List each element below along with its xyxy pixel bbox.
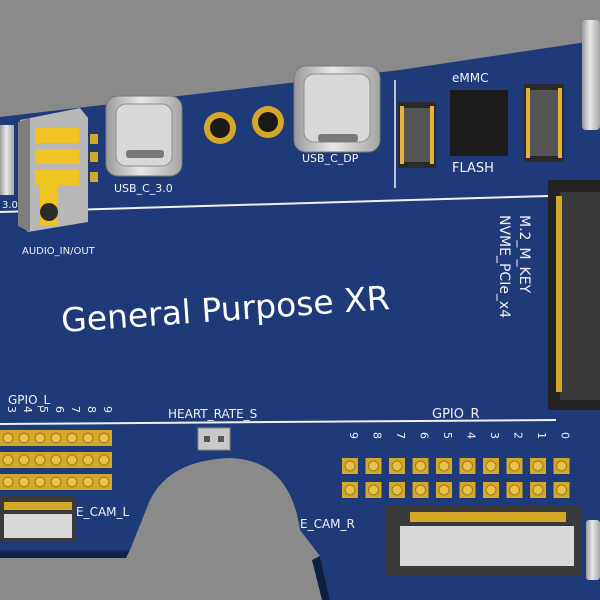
gpio-r-pin-number: 2	[512, 432, 525, 439]
emmc-flash-chip	[450, 90, 508, 156]
gpio-r-pin-hole	[485, 460, 497, 472]
gpio-r-pin-hole	[462, 484, 473, 496]
usb-c-dp-connector	[293, 65, 381, 153]
gpio-l-pin-hole	[34, 476, 46, 488]
gpio-l-pin-number: 8	[85, 406, 98, 413]
emmc-left-connector	[398, 102, 436, 168]
nvme-label: NVME_PCIe_x4	[496, 215, 512, 318]
pcb-right-edge	[312, 556, 330, 600]
gpio-r-pin-hole	[368, 460, 379, 472]
gpio-l-pin-hole	[66, 476, 78, 488]
gpio-r-pin-hole	[532, 460, 544, 472]
m2-slot	[548, 180, 600, 410]
gpio-r-pin-hole	[462, 460, 473, 472]
gpio-r-label: GPIO_R	[432, 407, 480, 422]
emmc-right-connector	[524, 84, 564, 162]
cam-l-connector	[0, 496, 76, 542]
gpio-l-header	[0, 430, 112, 490]
mounting-holes	[204, 106, 284, 144]
gpio-l-pin-hole	[98, 454, 110, 466]
cam-r-label: E_CAM_R	[300, 517, 355, 531]
bottom-right-usb-connector	[586, 520, 600, 580]
gpio-r-pin-hole	[391, 484, 403, 496]
gpio-l-pin-hole	[18, 432, 30, 444]
gpio-r-pin-number: 0	[559, 432, 572, 439]
gpio-r-pin-number: 8	[371, 432, 384, 439]
gpio-l-pin-hole	[34, 432, 46, 444]
gpio-r-pin-number: 3	[488, 432, 501, 439]
gpio-l-pin-hole	[98, 432, 110, 444]
gpio-r-numbers: 9 8 7 6 5 4 3 2 1 0	[347, 432, 572, 439]
gpio-l-pin-hole	[18, 454, 30, 466]
gpio-l-pin-number: 7	[69, 406, 82, 413]
silk-divider-top	[0, 195, 549, 213]
gpio-l-pin-hole	[2, 432, 14, 444]
top-right-usb-connector	[582, 20, 600, 130]
emmc-label: eMMC	[452, 71, 488, 85]
m2-key-label: M.2_M_KEY	[516, 215, 532, 294]
gpio-r-pin-hole	[344, 484, 356, 496]
flash-label: FLASH	[452, 161, 494, 176]
gpio-r-pin-hole	[485, 484, 497, 496]
gpio-l-pin-hole	[82, 454, 94, 466]
gpio-l-pin-hole	[50, 432, 62, 444]
gpio-r-pin-hole	[344, 460, 356, 472]
gpio-l-pin-hole	[2, 476, 14, 488]
gpio-r-pin-hole	[368, 484, 379, 496]
gpio-r-pin-hole	[438, 484, 450, 496]
gpio-r-pin-hole	[556, 484, 567, 496]
gpio-r-pin-hole	[509, 460, 520, 472]
cam-r-connector	[386, 506, 582, 576]
gpio-l-pin-hole	[98, 476, 110, 488]
gpio-r-pin-number: 1	[535, 432, 548, 439]
gpio-l-pin-hole	[34, 454, 46, 466]
usb-c-dp-label: USB_C_DP	[302, 152, 359, 165]
left-usb-connector	[0, 125, 14, 195]
gpio-r-pin-hole	[415, 484, 426, 496]
audio-label: AUDIO_IN/OUT	[22, 246, 96, 257]
audio-jack	[18, 108, 98, 232]
gpio-r-pin-hole	[438, 460, 450, 472]
gpio-r-pin-number: 5	[441, 432, 454, 439]
left-cut-label: 3.0	[2, 200, 18, 211]
usb-c-3-0-label: USB_C_3.0	[114, 182, 173, 195]
gpio-l-pin-number: 9	[101, 406, 114, 413]
gpio-l-pin-number: 5	[37, 406, 50, 413]
gpio-r-pin-number: 7	[394, 432, 407, 439]
pcb-bottom-edge	[0, 550, 130, 558]
gpio-l-pin-number: 3	[5, 406, 18, 413]
gpio-l-pin-hole	[66, 454, 78, 466]
gpio-l-pin-hole	[50, 476, 62, 488]
gpio-l-pin-number: 6	[53, 406, 66, 413]
gpio-r-pin-number: 9	[347, 432, 360, 439]
gpio-l-pin-hole	[82, 476, 94, 488]
heart-rate-label: HEART_RATE_S	[168, 407, 257, 421]
gpio-l-pin-hole	[2, 454, 14, 466]
gpio-r-pin-hole	[556, 460, 567, 472]
gpio-r-pin-hole	[415, 460, 426, 472]
gpio-r-pin-hole	[532, 484, 544, 496]
gpio-l-pin-hole	[50, 454, 62, 466]
usb-c-3-0-connector	[105, 95, 183, 177]
silk-divider-bottom	[0, 419, 557, 425]
gpio-r-pin-number: 4	[465, 432, 478, 439]
heart-rate-sensor	[197, 427, 231, 451]
gpio-r-pin-hole	[391, 460, 403, 472]
gpio-r-header	[342, 458, 570, 498]
gpio-l-pin-hole	[66, 432, 78, 444]
gpio-l-label: GPIO_L	[8, 393, 51, 407]
gpio-l-pin-hole	[82, 432, 94, 444]
gpio-l-pin-number: 4	[21, 406, 34, 413]
cam-l-label: E_CAM_L	[76, 505, 130, 519]
gpio-l-pin-hole	[18, 476, 30, 488]
gpio-r-pin-number: 6	[418, 432, 431, 439]
gpio-r-pin-hole	[509, 484, 520, 496]
